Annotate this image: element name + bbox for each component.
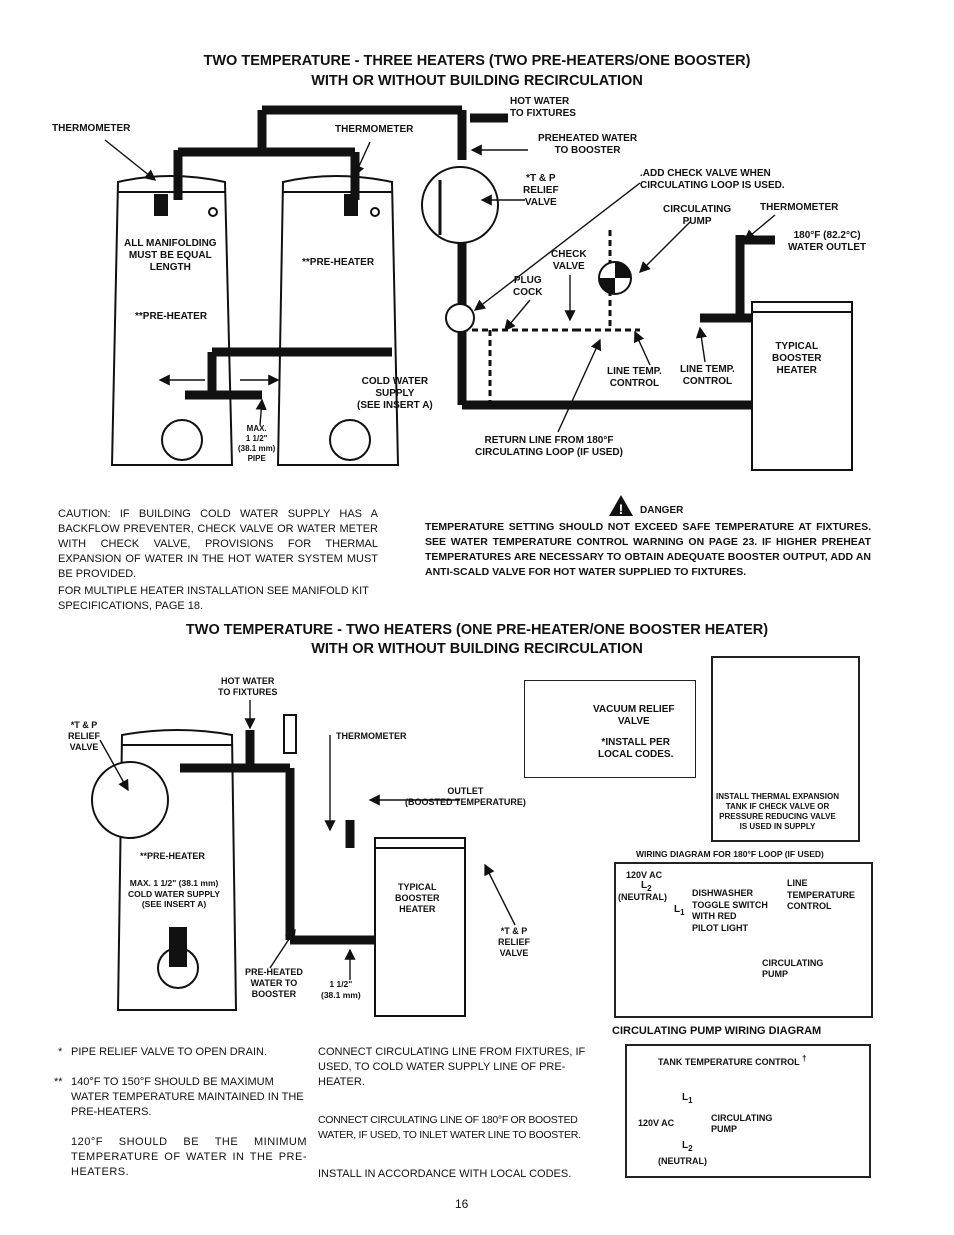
arrows-section2	[99, 700, 516, 980]
note1-mark: *	[58, 1046, 63, 1058]
label-line-temp-1: LINE TEMP. CONTROL	[607, 366, 662, 389]
section1-title-line1: TWO TEMPERATURE - THREE HEATERS (TWO PRE…	[203, 53, 751, 69]
wiring1-120v: 120V AC	[626, 870, 663, 880]
wiring2-l2: L2	[682, 1140, 693, 1153]
caution-paragraph: CAUTION: IF BUILDING COLD WATER SUPPLY H…	[58, 508, 378, 580]
label-return-line: RETURN LINE FROM 180°F CIRCULATING LOOP …	[475, 435, 623, 458]
label-line-temp-2: LINE TEMP. CONTROL	[680, 364, 735, 387]
heater-2-preheater	[276, 175, 400, 466]
label-cold-water-supply: COLD WATER SUPPLY (SEE INSERT A)	[357, 376, 433, 411]
wiring2-120v: 120V AC	[638, 1118, 675, 1128]
wiring1-l2: L2	[641, 880, 652, 893]
s2-label-hot-water: HOT WATER TO FIXTURES	[218, 676, 278, 697]
label-pre-heater-1: **PRE-HEATER	[135, 311, 208, 322]
expansion-text: INSTALL THERMAL EXPANSION TANK IF CHECK …	[716, 792, 839, 831]
wiring1-l1: L1	[674, 904, 685, 917]
connect-note-3: INSTALL IN ACCORDANCE WITH LOCAL CODES.	[318, 1168, 572, 1180]
label-thermometer-right: THERMOMETER	[760, 202, 839, 213]
label-check-valve: CHECK VALVE	[551, 249, 587, 272]
wiring2-pump: CIRCULATING PUMP	[711, 1113, 773, 1134]
note3: 120°F SHOULD BE THE MINIMUM TEMPERATURE …	[71, 1136, 307, 1178]
wiring1-neutral: (NEUTRAL)	[618, 892, 667, 902]
s2-label-tp-left: *T & P RELIEF VALVE	[68, 720, 101, 752]
wiring-caption: CIRCULATING PUMP WIRING DIAGRAM	[612, 1025, 822, 1037]
label-thermometer-mid: THERMOMETER	[335, 124, 414, 135]
section2-title-line2: WITH OR WITHOUT BUILDING RECIRCULATION	[311, 641, 643, 657]
wiring1-box	[614, 862, 873, 1018]
wiring2-l1: L1	[682, 1092, 693, 1105]
s2-label-tp-right: *T & P RELIEF VALVE	[498, 926, 531, 958]
wiring2-box	[625, 1044, 871, 1178]
page-number: 16	[455, 1197, 469, 1211]
wiring1-dishwasher: DISHWASHER TOGGLE SWITCH WITH RED PILOT …	[692, 888, 768, 933]
manifold-note: FOR MULTIPLE HEATER INSTALLATION SEE MAN…	[58, 585, 369, 612]
wiring2-neutral: (NEUTRAL)	[658, 1156, 707, 1166]
label-add-check-valve: .ADD CHECK VALVE WHEN CIRCULATING LOOP I…	[640, 168, 785, 191]
label-water-outlet: 180°F (82.2°C) WATER OUTLET	[788, 230, 867, 253]
svg-text:!: !	[619, 501, 624, 517]
label-hot-water-fixtures: HOT WATER TO FIXTURES	[510, 96, 576, 119]
section2-title-line1: TWO TEMPERATURE - TWO HEATERS (ONE PRE-H…	[185, 622, 769, 638]
label-preheated-to-booster: PREHEATED WATER TO BOOSTER	[538, 133, 638, 156]
booster-heater-1	[751, 301, 853, 471]
label-circulating-pump: CIRCULATING PUMP	[663, 204, 732, 227]
s2-label-pipe-size: 1 1/2" (38.1 mm)	[321, 979, 361, 1000]
s2-label-max-cold: MAX. 1 1/2" (38.1 mm) COLD WATER SUPPLY …	[128, 878, 221, 909]
note2: 140°F TO 150°F SHOULD BE MAXIMUM WATER T…	[71, 1076, 304, 1118]
s2-label-pre-heater: **PRE-HEATER	[140, 851, 205, 861]
label-pre-heater-2: **PRE-HEATER	[302, 257, 375, 268]
s2-label-outlet: OUTLET (BOOSTED TEMPERATURE)	[405, 786, 526, 807]
label-typical-booster: TYPICAL BOOSTER HEATER	[772, 341, 822, 376]
s2-label-typical-booster: TYPICAL BOOSTER HEATER	[395, 882, 440, 914]
label-plug-cock: PLUG COCK	[513, 275, 543, 298]
wiring1-line-temp: LINE TEMPERATURE CONTROL	[787, 878, 855, 911]
note2-mark: **	[54, 1076, 63, 1088]
label-max-pipe: MAX. 1 1/2" (38.1 mm) PIPE	[238, 424, 276, 463]
label-tp-relief: *T & P RELIEF VALVE	[523, 173, 559, 208]
danger-heading: DANGER	[640, 505, 684, 516]
danger-text: TEMPERATURE SETTING SHOULD NOT EXCEED SA…	[425, 521, 871, 578]
wiring1-pump: CIRCULATING PUMP	[762, 958, 824, 979]
circulating-pump-icon	[598, 261, 632, 295]
pipes-section2	[180, 714, 375, 945]
s2-label-preheated: PRE-HEATED WATER TO BOOSTER	[245, 967, 303, 999]
connect-note-1: CONNECT CIRCULATING LINE FROM FIXTURES, …	[318, 1046, 586, 1088]
arrows-section1	[104, 139, 776, 433]
expansion-tank-box	[711, 656, 860, 842]
danger-warning-icon: !	[609, 495, 633, 517]
vacuum-title: VACUUM RELIEF VALVE	[593, 704, 675, 727]
section1-title-line2: WITH OR WITHOUT BUILDING RECIRCULATION	[311, 73, 643, 89]
note1: PIPE RELIEF VALVE TO OPEN DRAIN.	[71, 1046, 268, 1058]
connect-note-2: CONNECT CIRCULATING LINE OF 180°F OR BOO…	[318, 1114, 581, 1141]
wiring2-title: TANK TEMPERATURE CONTROL †	[658, 1054, 807, 1067]
booster-heater-2	[374, 837, 466, 1017]
label-all-manifolding: ALL MANIFOLDING MUST BE EQUAL LENGTH	[124, 238, 217, 273]
tp-relief-insert-2	[91, 761, 169, 839]
vacuum-note: *INSTALL PER LOCAL CODES.	[598, 737, 674, 760]
vacuum-relief-box	[524, 680, 696, 778]
label-thermometer-left: THERMOMETER	[52, 123, 131, 134]
s2-label-thermometer: THERMOMETER	[336, 731, 407, 741]
tp-relief-insert	[421, 166, 499, 244]
wiring1-title: WIRING DIAGRAM FOR 180°F LOOP (IF USED)	[636, 849, 824, 859]
pipes-section1	[173, 105, 775, 410]
